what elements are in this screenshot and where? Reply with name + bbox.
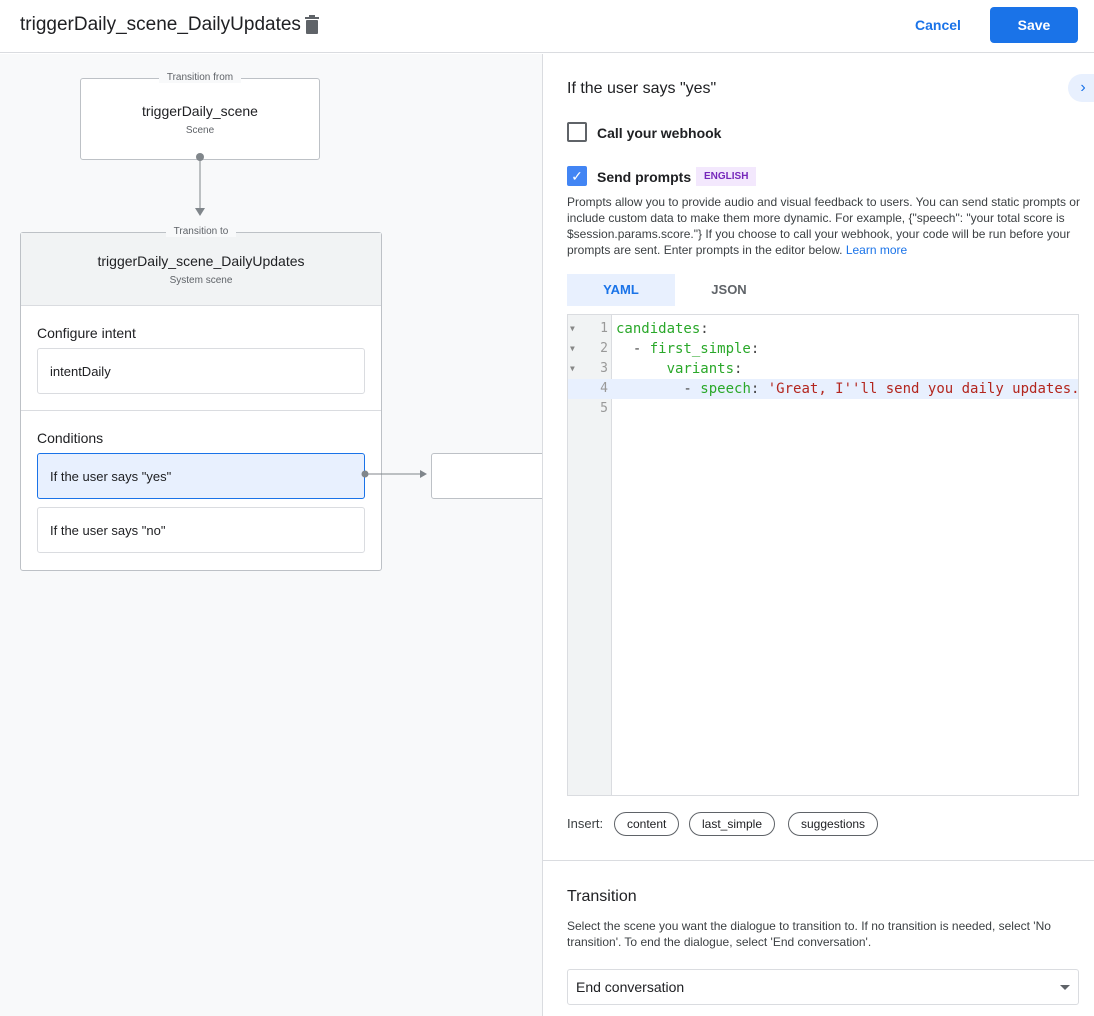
transition-select-value: End conversation bbox=[576, 979, 685, 995]
configure-intent-title: Configure intent bbox=[37, 325, 136, 341]
intent-item[interactable]: intentDaily bbox=[37, 348, 365, 394]
code-editor[interactable]: ▼ 1 candidates: ▼ 2 - first_simple: ▼ 3 varian… bbox=[567, 314, 1080, 796]
learn-more-link[interactable]: Learn more bbox=[845, 243, 908, 257]
fold-arrow-icon[interactable]: ▼ bbox=[570, 344, 575, 353]
save-button[interactable]: Save bbox=[990, 7, 1078, 43]
fold-arrow-icon[interactable]: ▼ bbox=[570, 324, 575, 333]
transition-to-node: triggerDaily_scene_DailyUpdates System s… bbox=[20, 226, 382, 571]
condition-panel: › If the user says "yes" Call your webho… bbox=[542, 54, 1094, 1016]
code-text: candidates: bbox=[616, 321, 709, 337]
line-number: 1 bbox=[600, 321, 608, 336]
insert-label: Insert: bbox=[567, 816, 604, 831]
line-number: 2 bbox=[600, 341, 608, 356]
code-text: variants: bbox=[666, 361, 743, 377]
chevron-right-icon[interactable]: › bbox=[1068, 74, 1094, 102]
line-number: 4 bbox=[600, 381, 608, 396]
check-icon: ✓ bbox=[571, 168, 583, 184]
transition-description: Select the scene you want the dialogue t… bbox=[567, 919, 1051, 949]
panel-title: If the user says "yes" bbox=[567, 80, 717, 97]
tab-json[interactable]: JSON bbox=[711, 282, 747, 297]
language-badge: ENGLISH bbox=[696, 167, 757, 186]
webhook-label: Call your webhook bbox=[597, 125, 722, 141]
dropdown-caret-icon bbox=[1060, 985, 1070, 990]
send-prompts-label: Send prompts bbox=[597, 169, 692, 185]
target-scene-node[interactable] bbox=[431, 453, 542, 499]
condition-no[interactable]: If the user says "no" bbox=[37, 507, 365, 553]
top-bar: triggerDaily_scene_DailyUpdates Cancel S… bbox=[0, 0, 1094, 53]
node-legend: Transition to bbox=[165, 226, 237, 237]
node-type: System scene bbox=[169, 275, 233, 286]
code-line[interactable]: ▼ 1 candidates: bbox=[568, 319, 1078, 339]
insert-chip-content[interactable]: content bbox=[614, 812, 680, 836]
code-line[interactable]: ▼ 2 - first_simple: bbox=[568, 339, 1078, 359]
tab-yaml[interactable]: YAML bbox=[567, 274, 675, 306]
scene-canvas: Transition from triggerDaily_scene Scene… bbox=[0, 54, 542, 1016]
connector-arrow bbox=[195, 153, 205, 216]
transition-select[interactable]: End conversation bbox=[567, 969, 1079, 1005]
line-number: 3 bbox=[600, 361, 608, 376]
prompts-description: Prompts allow you to provide audio and v… bbox=[567, 195, 1080, 257]
webhook-checkbox[interactable] bbox=[567, 122, 587, 142]
fold-arrow-icon[interactable]: ▼ bbox=[570, 364, 575, 373]
code-line[interactable]: ▼ 3 variants: bbox=[568, 359, 1078, 379]
insert-chip-last-simple[interactable]: last_simple bbox=[689, 812, 776, 836]
line-number: 5 bbox=[600, 401, 608, 416]
page-title: triggerDaily_scene_DailyUpdates bbox=[20, 14, 301, 35]
code-line[interactable]: 5 bbox=[568, 399, 1078, 419]
node-name: triggerDaily_scene_DailyUpdates bbox=[97, 253, 305, 269]
transition-from-node[interactable]: Transition from triggerDaily_scene Scene bbox=[80, 72, 320, 160]
node-name: triggerDaily_scene bbox=[142, 103, 258, 119]
node-legend: Transition from bbox=[158, 72, 242, 83]
condition-yes[interactable]: If the user says "yes" bbox=[37, 453, 365, 499]
divider bbox=[543, 860, 1094, 861]
code-text: - speech: 'Great, I''ll send you daily u… bbox=[616, 381, 1080, 397]
send-prompts-checkbox[interactable]: ✓ bbox=[567, 166, 587, 186]
insert-chip-suggestions[interactable]: suggestions bbox=[788, 812, 879, 836]
node-type: Scene bbox=[185, 125, 215, 136]
code-text: - first_simple: bbox=[616, 341, 760, 357]
conditions-title: Conditions bbox=[37, 430, 104, 446]
transition-title: Transition bbox=[567, 888, 637, 905]
trash-icon[interactable] bbox=[304, 15, 320, 34]
cancel-button[interactable]: Cancel bbox=[905, 8, 971, 42]
condition-connector bbox=[361, 470, 427, 478]
code-line[interactable]: 4 - speech: 'Great, I''ll send you daily… bbox=[568, 379, 1080, 399]
